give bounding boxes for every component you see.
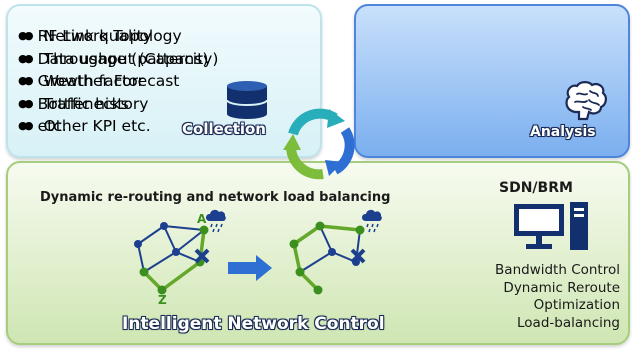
analysis-item: Data usage (patterns) [18, 49, 209, 72]
analysis-list: RF Link quality Data usage (patterns) Gr… [18, 26, 209, 139]
brain-icon [565, 81, 607, 121]
sdn-feature: Optimization [533, 297, 620, 313]
reroute-arrow-icon [228, 255, 272, 281]
sdn-feature: Dynamic Reroute [503, 280, 620, 296]
network-before-diagram [134, 209, 226, 295]
analysis-item: Growth factor [18, 71, 208, 94]
sdn-brm-heading: SDN/BRM [499, 180, 573, 196]
computer-icon [514, 202, 588, 250]
analysis-item: etc. [18, 116, 208, 139]
intelligent-network-control-title: Intelligent Network Control [122, 314, 385, 334]
cycle-arrows-icon [283, 108, 355, 180]
sdn-feature: Bandwidth Control [495, 262, 620, 278]
node-z-label: Z [158, 293, 167, 307]
sdn-feature: Load-balancing [517, 315, 620, 331]
reroute-heading: Dynamic re-routing and network load bala… [40, 190, 391, 205]
database-icon [226, 81, 268, 119]
node-a-label: A [197, 212, 207, 226]
analysis-item: RF Link quality [18, 26, 208, 49]
analysis-title: Analysis [530, 124, 596, 140]
analysis-item: Bottlenecks [18, 94, 208, 117]
analysis-panel [354, 4, 630, 158]
network-after-diagram [289, 209, 382, 295]
intelligent-network-control-panel [6, 161, 630, 345]
